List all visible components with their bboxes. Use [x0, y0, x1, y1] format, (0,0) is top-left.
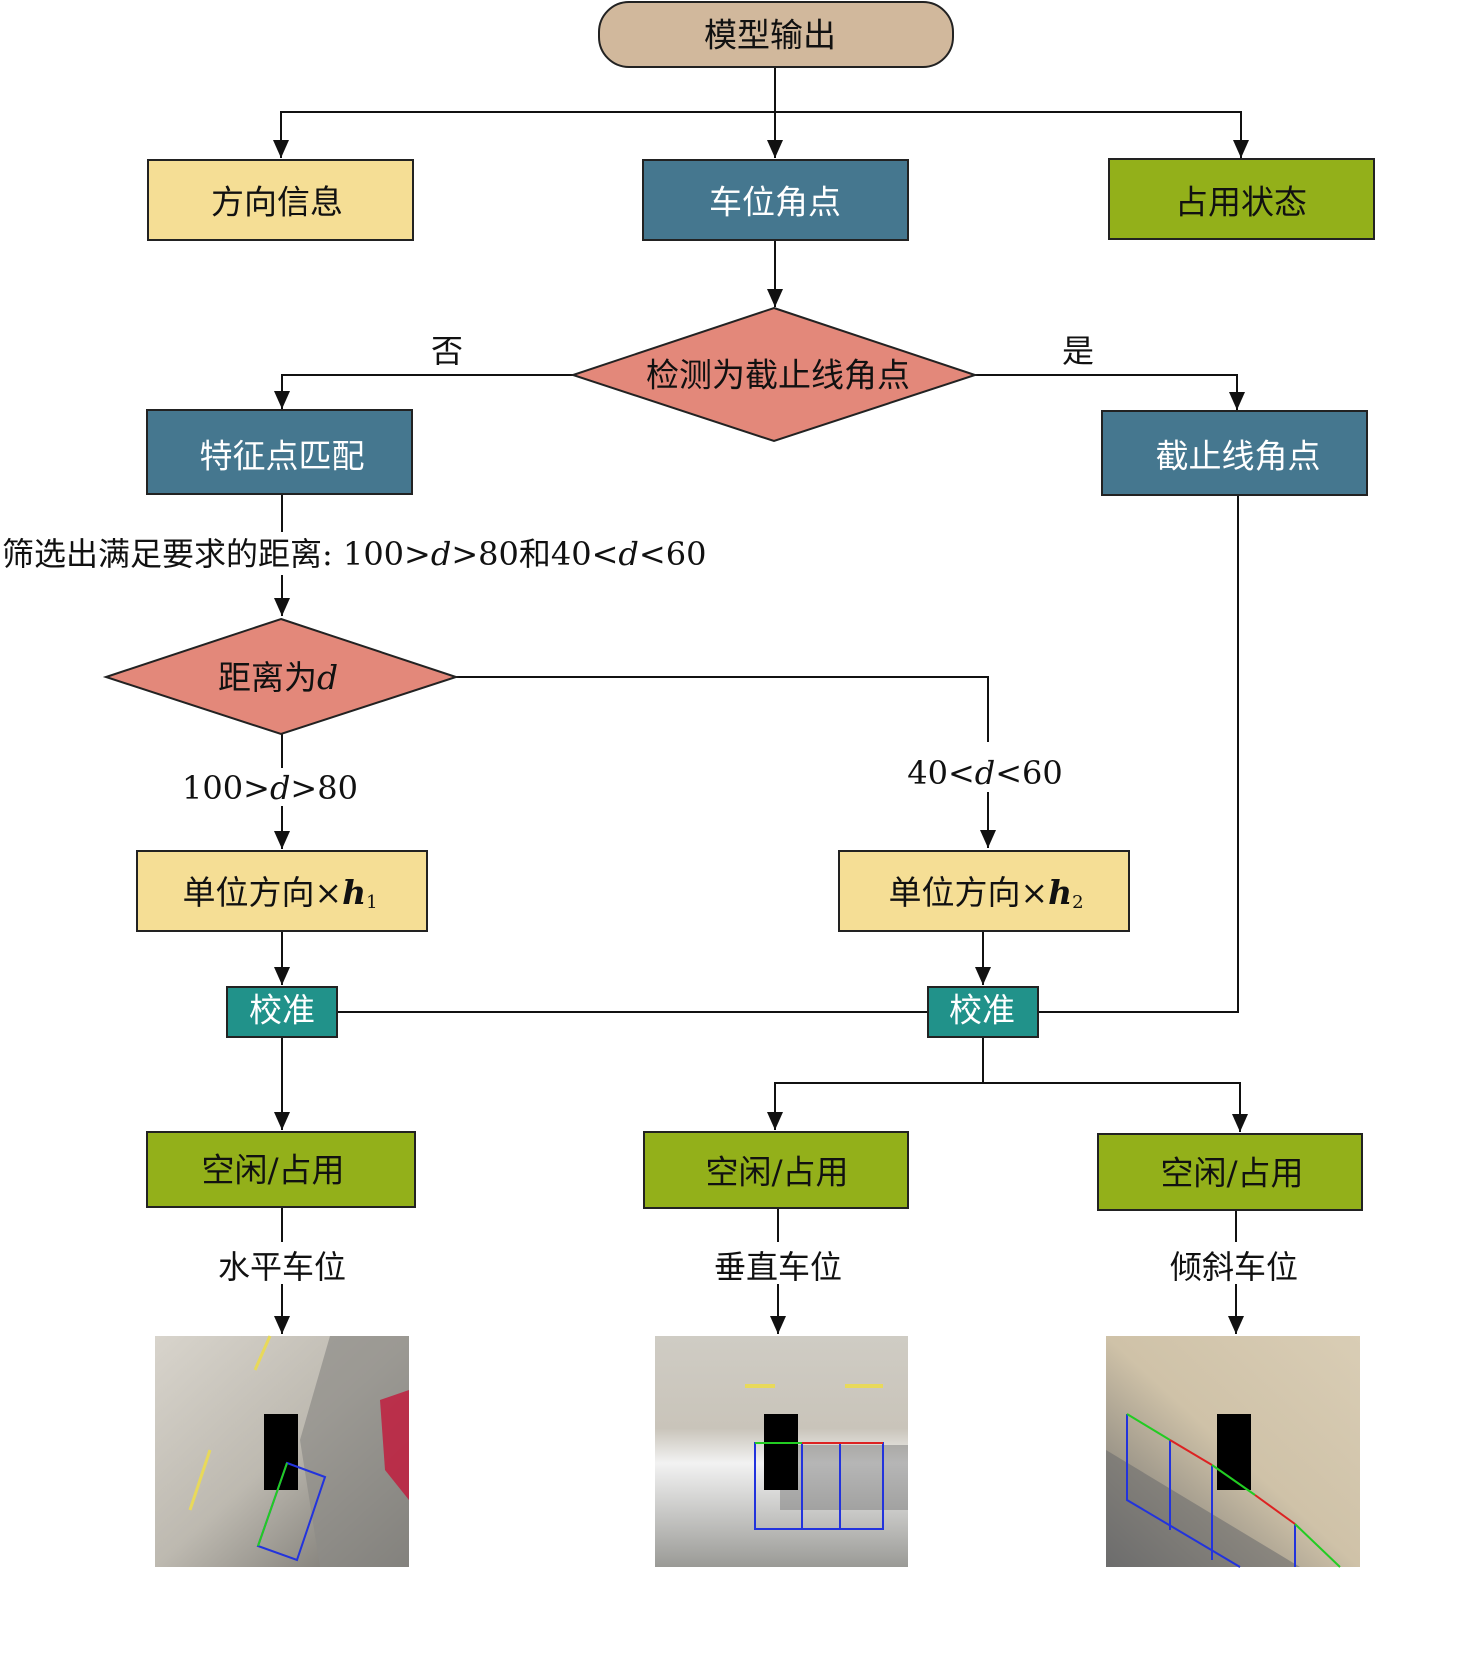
node-calibrate-left: 校准 — [226, 986, 338, 1038]
node-free-occupied-3: 空闲/占用 — [1097, 1133, 1363, 1211]
decision-distance: 距离为d — [102, 617, 460, 736]
node-slot-corners-label: 车位角点 — [709, 183, 841, 222]
edge-label-range-1: 100>d>80 — [182, 769, 358, 807]
connectors — [273, 67, 1249, 1334]
node-calibrate-left-label: 校准 — [249, 991, 315, 1030]
edge-label-yes: 是 — [1062, 332, 1094, 370]
node-occupancy-state: 占用状态 — [1108, 158, 1375, 240]
decision-distance-label: 距离为d — [218, 658, 338, 697]
node-unit-direction-h1-label: 单位方向×h1 — [182, 873, 377, 913]
inclined-slot-image — [1106, 1336, 1360, 1568]
node-free-occupied-2-label: 空闲/占用 — [705, 1153, 848, 1192]
node-feature-matching-label: 特征点匹配 — [200, 437, 365, 476]
decision-is-stopline-corner: 检测为截止线角点 — [569, 306, 979, 443]
edge-label-inclined-slot: 倾斜车位 — [1170, 1248, 1298, 1286]
edge-label-vertical-slot: 垂直车位 — [714, 1248, 842, 1286]
node-free-occupied-1-label: 空闲/占用 — [201, 1151, 344, 1190]
node-unit-direction-h2-label: 单位方向×h2 — [888, 873, 1083, 913]
node-stopline-corners-label: 截止线角点 — [1156, 437, 1321, 476]
decision-is-stopline-corner-label: 检测为截止线角点 — [646, 356, 910, 395]
node-calibrate-right: 校准 — [927, 986, 1039, 1038]
edge-label-filter: 筛选出满足要求的距离: 100>d>80和40<d<60 — [2, 535, 706, 573]
node-direction-info-label: 方向信息 — [211, 183, 343, 222]
horizontal-slot-image — [155, 1335, 409, 1567]
node-slot-corners: 车位角点 — [642, 159, 909, 241]
vertical-slot-image — [655, 1336, 908, 1567]
node-occupancy-state-label: 占用状态 — [1175, 183, 1307, 222]
node-unit-direction-h1: 单位方向×h1 — [136, 850, 428, 932]
node-model-output: 模型输出 — [598, 1, 954, 68]
edge-label-no: 否 — [431, 332, 463, 370]
node-free-occupied-1: 空闲/占用 — [146, 1131, 416, 1208]
node-free-occupied-3-label: 空闲/占用 — [1160, 1154, 1303, 1193]
node-feature-matching: 特征点匹配 — [146, 409, 413, 495]
edge-label-range-2: 40<d<60 — [907, 754, 1063, 792]
node-unit-direction-h2: 单位方向×h2 — [838, 850, 1130, 932]
node-direction-info: 方向信息 — [147, 159, 414, 241]
node-calibrate-right-label: 校准 — [949, 991, 1015, 1030]
edge-label-horizontal-slot: 水平车位 — [218, 1248, 346, 1286]
node-model-output-label: 模型输出 — [704, 16, 836, 55]
node-free-occupied-2: 空闲/占用 — [643, 1131, 909, 1209]
node-stopline-corners: 截止线角点 — [1101, 410, 1368, 496]
